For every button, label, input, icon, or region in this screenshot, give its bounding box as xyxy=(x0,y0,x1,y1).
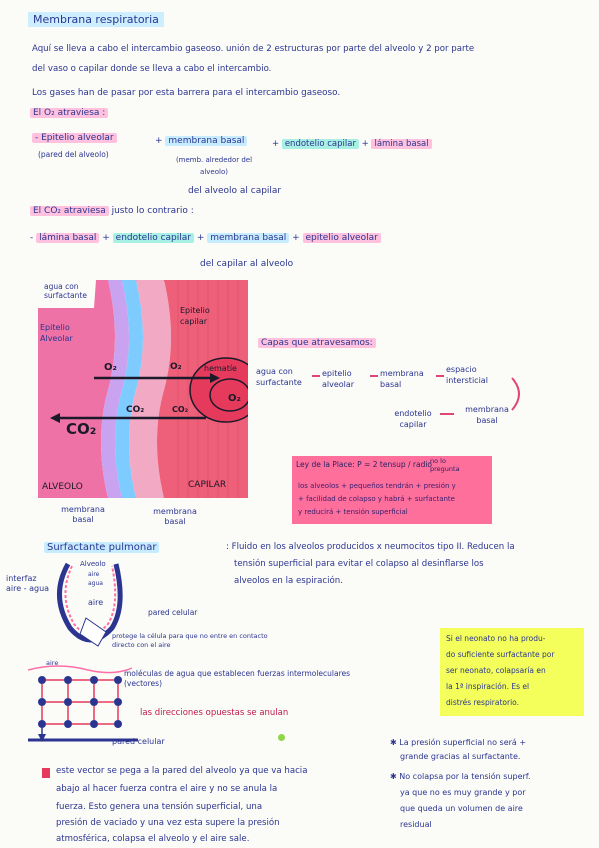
capas-title: Capas que atravesamos: xyxy=(258,338,376,348)
laplace-line-2: + facilidad de colapso y habrá + surfact… xyxy=(298,495,455,503)
o2-heading: El O₂ atraviesa : xyxy=(30,108,109,118)
o2-layer-1-note: (pared del alveolo) xyxy=(38,150,109,159)
moleculas-sketch xyxy=(28,665,138,742)
bottom-right-note-1b: grande gracias al surfactante. xyxy=(400,752,521,761)
moleculas-label: moléculas de agua que establecen fuerzas… xyxy=(124,669,351,688)
hematie-shape xyxy=(189,357,248,423)
capas-c3: membrana basal xyxy=(380,369,424,389)
neonato-box xyxy=(440,628,584,716)
capas-c5: endotelio capilar xyxy=(394,409,432,429)
down-arrow-icon xyxy=(42,768,50,778)
alveolo-label: Alveolo xyxy=(80,560,106,568)
o2-layer-2: membrana basal xyxy=(165,136,248,146)
green-dot xyxy=(278,734,285,741)
intro-line-1: Aquí se lleva a cabo el intercambio gase… xyxy=(32,44,475,54)
diagram-alveolo: ALVEOLO xyxy=(42,482,83,492)
diagram-epitelio-capilar: Epitelio capilar xyxy=(180,306,210,326)
direcciones-label: las direcciones opuestas se anulan xyxy=(140,708,289,718)
neonato-line-1: Si el neonato no ha produ- xyxy=(446,634,546,643)
surfactante-def-3: alveolos en la espiración. xyxy=(234,576,343,586)
laplace-box xyxy=(292,456,492,524)
co2-layer-4: epitelio alveolar xyxy=(302,233,381,243)
neonato-line-4: la 1ª inspiración. Es el xyxy=(446,682,530,691)
o2-conclusion: del alveolo al capilar xyxy=(188,186,282,196)
laplace-title: Ley de la Place: P = 2 tensup / radio xyxy=(296,460,433,469)
neonato-line-3: ser neonato, colapsaría en xyxy=(446,666,546,675)
capas-c6: membrana basal xyxy=(465,405,509,425)
bottom-left-line-4: presión de vaciado y una vez esta supere… xyxy=(56,818,280,828)
o2-layer-1: - Epitelio alveolar xyxy=(32,133,117,143)
diagram-agua-label: agua con surfactante xyxy=(44,282,87,300)
bottom-left-line-1: este vector se pega a la pared del alveo… xyxy=(56,766,308,776)
pared-celular-label: pared celular xyxy=(148,608,198,617)
co2-layer-1: lámina basal xyxy=(36,233,100,243)
pared-celular-label-2: pared celular xyxy=(112,737,165,746)
intro-line-3: Los gases han de pasar por esta barrera … xyxy=(32,88,341,98)
diagram-mb-2: membrana basal xyxy=(153,507,197,526)
o2-layer-3: endotelio capilar xyxy=(281,139,359,149)
co2-layer-3: membrana basal xyxy=(207,233,290,243)
diagram-o2-label: O₂ xyxy=(104,362,117,373)
bottom-left-line-2: abajo al hacer fuerza contra el aire y n… xyxy=(56,784,278,794)
page-title: Membrana respiratoria xyxy=(28,12,164,27)
surfactante-def-2: tensión superficial para evitar el colap… xyxy=(234,559,484,569)
capas-c2: epitelio alveolar xyxy=(322,369,355,389)
co2-conclusion: del capilar al alveolo xyxy=(200,259,294,269)
diagram-capilar: CAPILAR xyxy=(188,480,227,490)
diagram-co2-label: CO₂ xyxy=(126,405,145,415)
capas-c4: espacio intersticial xyxy=(446,365,488,385)
diagram-hematie-label: hematíe xyxy=(204,364,237,373)
bottom-right-note-2: No colapsa por la tensión superf. xyxy=(399,772,531,781)
laplace-line-3: y reducirá + tensión superficial xyxy=(298,508,408,516)
aire-label-2: aire xyxy=(46,659,59,667)
membrane-diagram xyxy=(38,280,248,498)
capas-c1: agua con surfactante xyxy=(256,367,302,387)
laplace-note: no lo pregunta xyxy=(430,457,460,473)
o2-layer-4: lámina basal xyxy=(371,139,432,149)
neonato-line-2: do suficiente surfactante por xyxy=(446,650,555,659)
aire-small-label: aire xyxy=(88,571,100,578)
capas-connectors xyxy=(312,375,520,415)
bottom-right-note-2d: residual xyxy=(400,820,432,829)
diagram-mb-1: membrana basal xyxy=(61,505,105,524)
interfaz-label: interfaz aire - agua xyxy=(6,574,50,593)
bottom-left-line-5: atmosférica, colapsa el alveolo y el air… xyxy=(56,834,250,844)
o2-layer-2-note: (memb. alrededor del alveolo) xyxy=(175,156,253,176)
bottom-right-note-2b: ya que no es muy grande y por xyxy=(400,788,526,797)
alveolo-sketch xyxy=(57,562,123,647)
diagram-epitelio-alveolar: Epitelio Alveolar xyxy=(40,323,73,343)
agua-small-label: agua xyxy=(88,580,103,587)
diagram-co2-label-2: CO₂ xyxy=(172,405,189,414)
surfactante-title: Surfactante pulmonar xyxy=(44,542,160,553)
bottom-right-note-1: La presión superficial no será + xyxy=(399,738,527,747)
neonato-line-5: distrés respiratorio. xyxy=(446,698,520,707)
aire-label: aire xyxy=(88,598,104,607)
bottom-left-line-3: fuerza. Esto genera una tensión superfic… xyxy=(56,802,263,812)
diagram-co2-big: CO₂ xyxy=(66,420,97,438)
bottom-right-note-2c: que queda un volumen de aire xyxy=(400,804,523,813)
diagram-o2-label-2: O₂ xyxy=(170,362,182,372)
laplace-line-1: los alveolos + pequeños tendrán + presió… xyxy=(298,482,456,490)
co2-layer-2: endotelio capilar xyxy=(112,233,194,243)
surfactante-def-1: : Fluido en los alveolos producidos x ne… xyxy=(226,542,515,552)
diagram-hematie-o2: O₂ xyxy=(228,393,241,404)
co2-heading-rest: justo lo contrario : xyxy=(111,206,194,216)
intro-line-2: del vaso o capilar donde se lleva a cabo… xyxy=(32,64,272,74)
co2-heading: El CO₂ atraviesa xyxy=(30,206,109,216)
protege-label: protege la célula para que no entre en c… xyxy=(112,632,268,649)
